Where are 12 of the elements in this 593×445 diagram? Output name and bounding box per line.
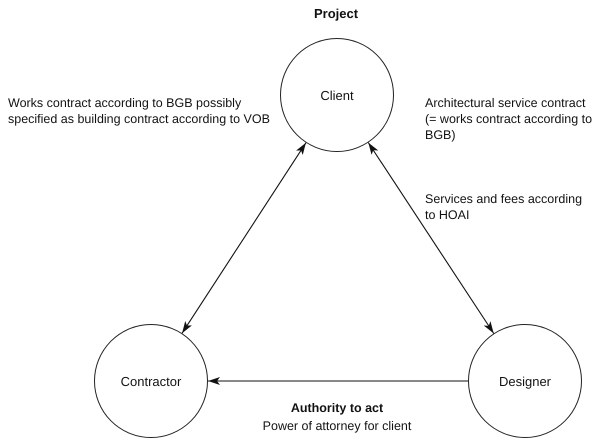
party-name: Contractor [120,374,182,388]
note-heading: Authority to act [290,400,384,416]
diagram-title: Project [314,6,358,21]
contract-note: Architectural service contract (= works contract according to BGB) [425,95,593,143]
party-name: Client [320,88,354,102]
contract-note: Power of attorney for client [262,418,412,434]
arrow [368,142,494,334]
party-name: Designer [498,374,552,388]
contract-note: Services and fees according to HOAI [425,191,584,223]
arrow [182,142,306,334]
arrow [208,377,468,385]
contract-note: Works contract according to BGB possibly specified as building contract according to VOB [8,95,270,127]
